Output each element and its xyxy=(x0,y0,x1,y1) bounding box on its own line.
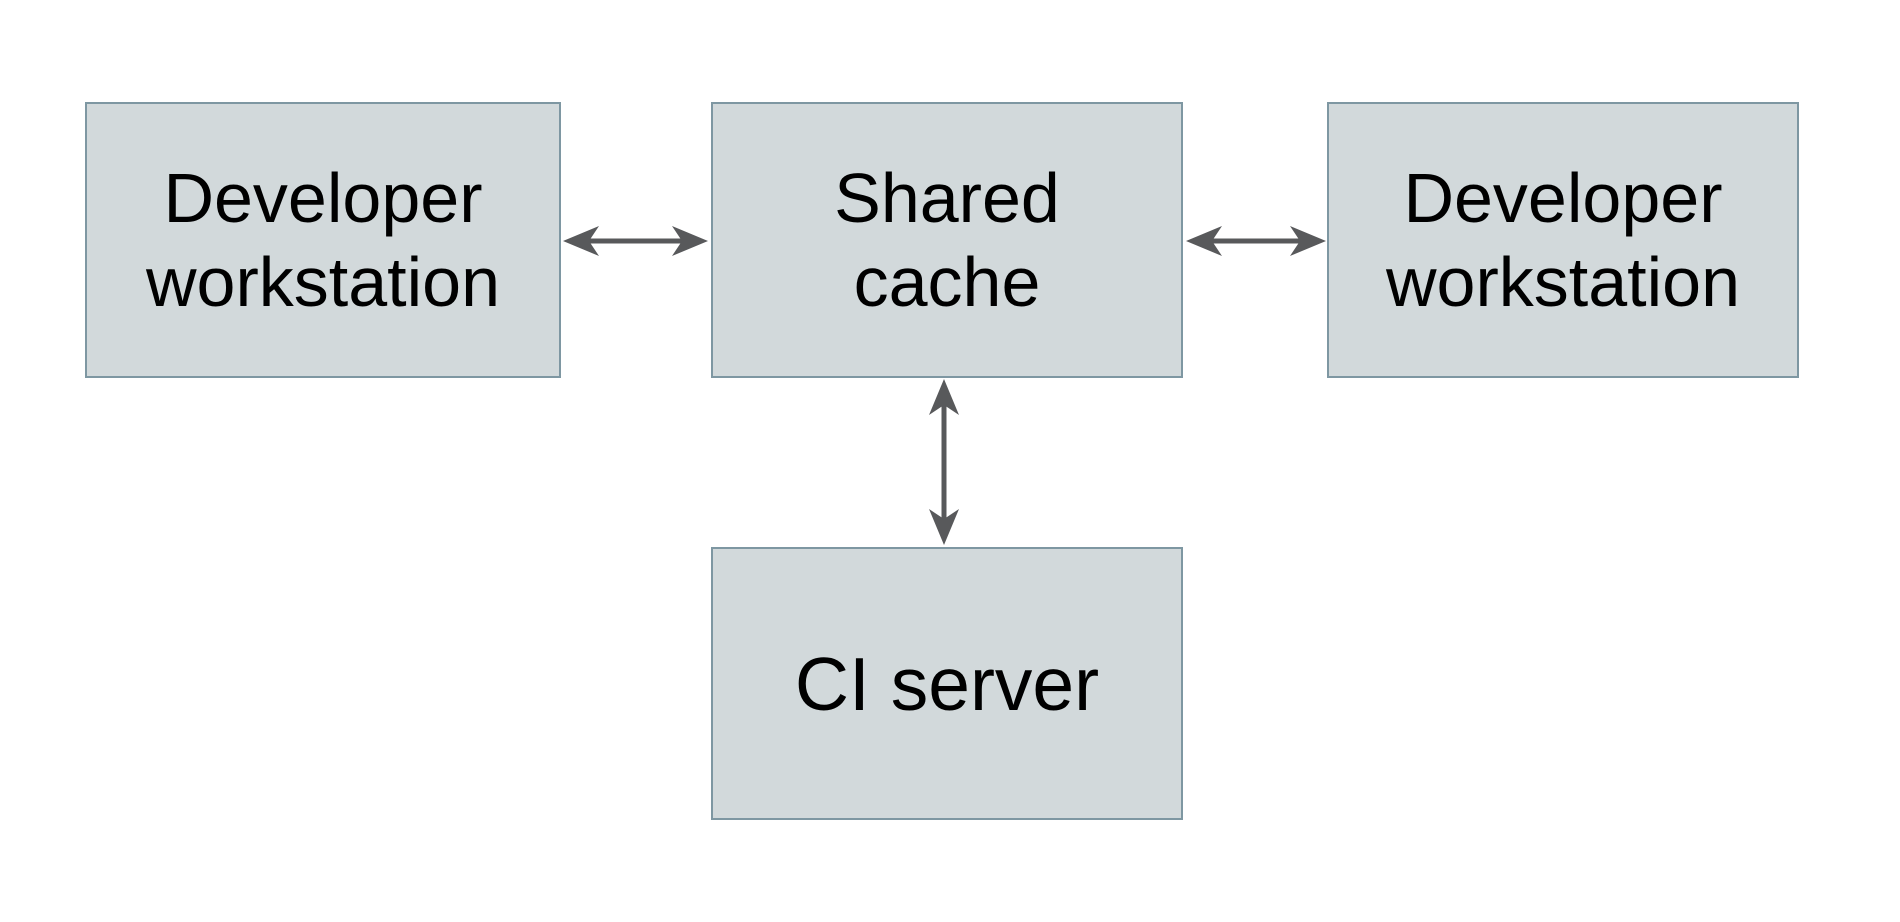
arrowhead-up-icon xyxy=(929,379,959,415)
arrowhead-left-icon xyxy=(563,226,599,256)
arrowhead-down-icon xyxy=(929,509,959,545)
node-developer-workstation-right: Developer workstation xyxy=(1327,102,1799,378)
node-label-ci-server: CI server xyxy=(794,641,1100,726)
arrowhead-right-icon xyxy=(672,226,708,256)
node-developer-workstation-left: Developer workstation xyxy=(85,102,561,378)
node-ci-server: CI server xyxy=(711,547,1183,820)
edge-shared-cache-workstation-right xyxy=(1186,226,1326,256)
node-label-developer-workstation-left: Developer workstation xyxy=(145,159,501,321)
node-label-shared-cache: Shared cache xyxy=(834,159,1060,321)
edge-shared-cache-ci-server xyxy=(929,379,959,545)
node-shared-cache: Shared cache xyxy=(711,102,1183,378)
arrowhead-right-icon xyxy=(1290,226,1326,256)
node-label-developer-workstation-right: Developer workstation xyxy=(1385,159,1741,321)
arrowhead-left-icon xyxy=(1186,226,1222,256)
edge-workstation-left-shared-cache xyxy=(563,226,708,256)
